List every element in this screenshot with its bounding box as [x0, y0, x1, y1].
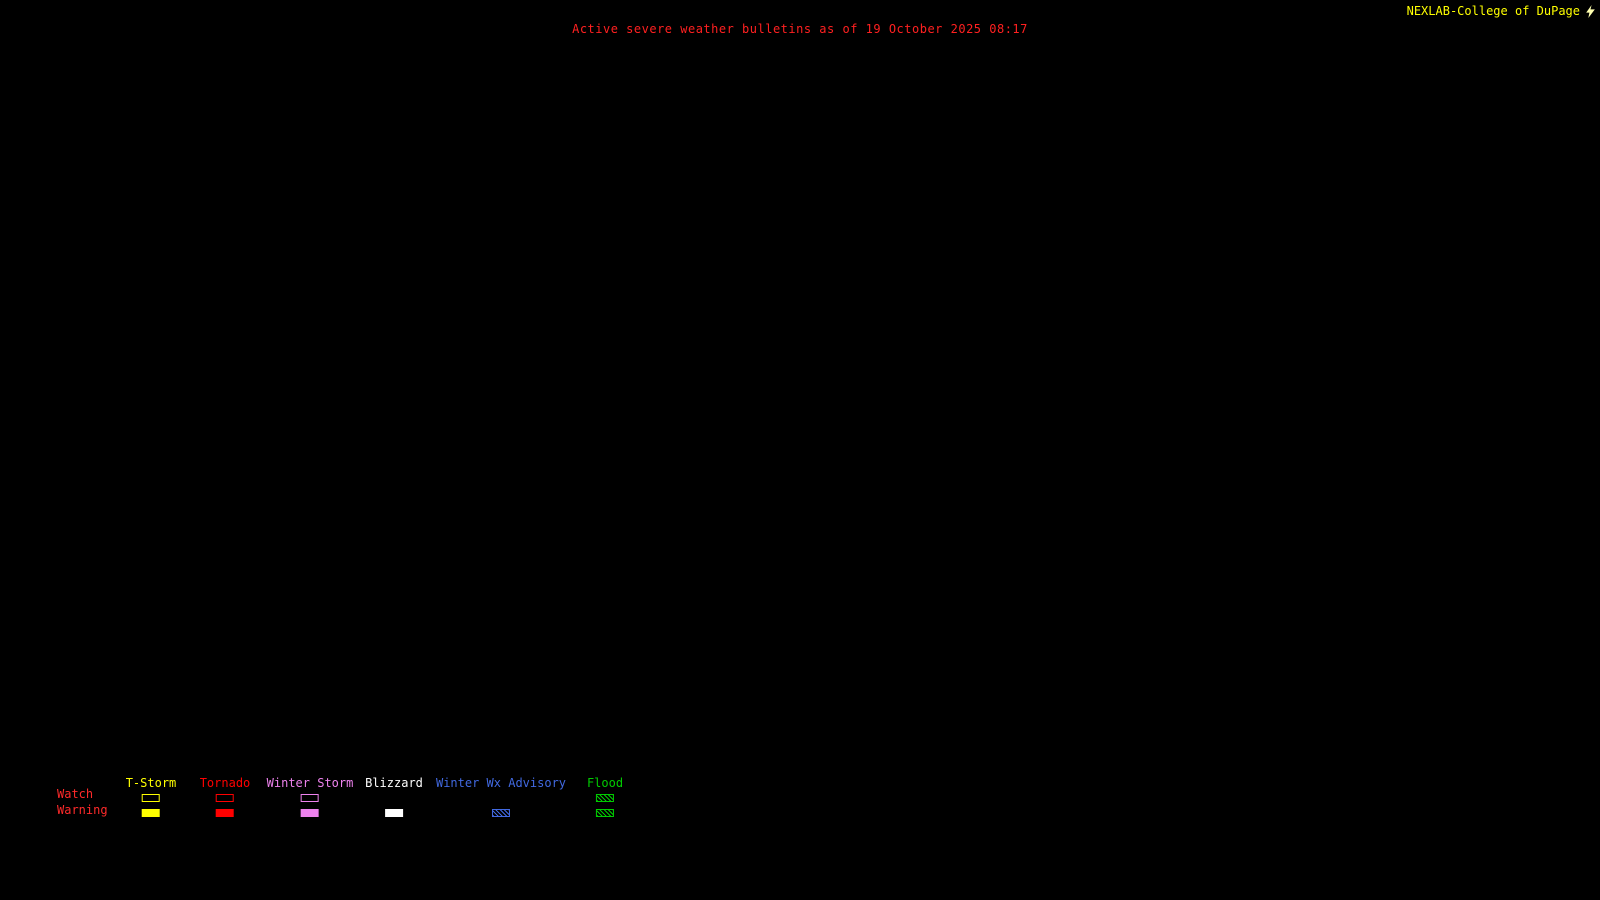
- legend-warning-row-label: Warning: [57, 803, 108, 817]
- legend-column-label: Winter Storm: [266, 776, 354, 790]
- legend-column-label: T-Storm: [125, 776, 177, 790]
- legend-column-label: Blizzard: [365, 776, 423, 790]
- legend-column-label: Winter Wx Advisory: [435, 776, 567, 790]
- warning-swatch-fill: [215, 809, 234, 817]
- watch-swatch-outline: [141, 794, 160, 802]
- legend-column-tornado: Tornado: [199, 776, 251, 817]
- watch-swatch-outline: [215, 794, 234, 802]
- warning-swatch-fill: [141, 809, 160, 817]
- legend-column-flood: Flood: [587, 776, 623, 817]
- legend-column-label: Tornado: [199, 776, 251, 790]
- nexlab-logo-icon: [1584, 4, 1597, 18]
- watch-swatch-hatch: [596, 794, 614, 802]
- warning-swatch-hatch: [491, 809, 510, 817]
- legend-column-blizzard: Blizzard: [365, 776, 423, 817]
- warning-swatch-fill: [384, 809, 403, 817]
- legend-column-winter-storm: Winter Storm: [266, 776, 354, 817]
- legend-column-t-storm: T-Storm: [125, 776, 177, 817]
- warning-swatch-fill: [300, 809, 319, 817]
- legend-column-winter-wx-advisory: Winter Wx Advisory: [436, 776, 566, 817]
- legend-watch-row-label: Watch: [57, 787, 94, 801]
- watch-swatch-outline: [300, 794, 319, 802]
- page-title: Active severe weather bulletins as of 19…: [572, 22, 1028, 36]
- legend-column-label: Flood: [586, 776, 624, 790]
- brand-text: NEXLAB-College of DuPage: [1406, 4, 1580, 18]
- brand: NEXLAB-College of DuPage: [1407, 4, 1597, 18]
- warning-swatch-hatch: [596, 809, 614, 817]
- legend: Watch Warning T-Storm Tornado Winter Storm…: [0, 776, 720, 824]
